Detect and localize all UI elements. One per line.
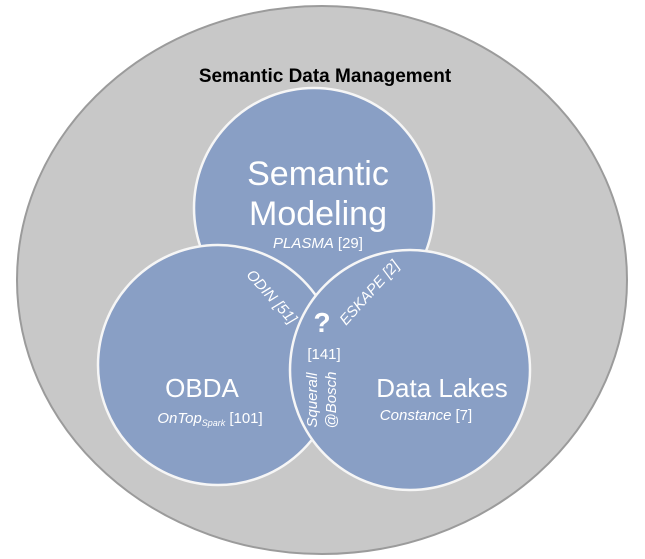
outer-title: Semantic Data Management bbox=[199, 66, 452, 87]
plasma-ref: [29] bbox=[338, 235, 363, 252]
semantic-modeling-title-line2: Modeling bbox=[249, 195, 387, 233]
semantic-modeling-tool-line: PLASMA[29] bbox=[273, 235, 363, 252]
plasma-tool: PLASMA bbox=[273, 235, 334, 252]
circle-data-lakes bbox=[288, 248, 532, 492]
data-lakes-title: Data Lakes bbox=[376, 373, 508, 403]
ontop-tool: OnTop bbox=[157, 410, 201, 427]
bosch-label: @Bosch bbox=[323, 372, 340, 429]
center-ref: [141] bbox=[307, 346, 340, 363]
center-question-mark: ? bbox=[313, 307, 330, 338]
data-lakes-tool-line: Constance[7] bbox=[380, 407, 472, 424]
constance-tool: Constance bbox=[380, 407, 452, 424]
ontop-subscript: Spark bbox=[202, 418, 226, 428]
squerall-label: Squerall bbox=[304, 372, 321, 428]
obda-title: OBDA bbox=[165, 373, 239, 403]
constance-ref: [7] bbox=[456, 407, 473, 424]
semantic-modeling-title-line1: Semantic bbox=[247, 155, 389, 193]
ontop-ref: [101] bbox=[229, 410, 262, 427]
obda-tool-line: OnTopSpark[101] bbox=[157, 410, 262, 428]
